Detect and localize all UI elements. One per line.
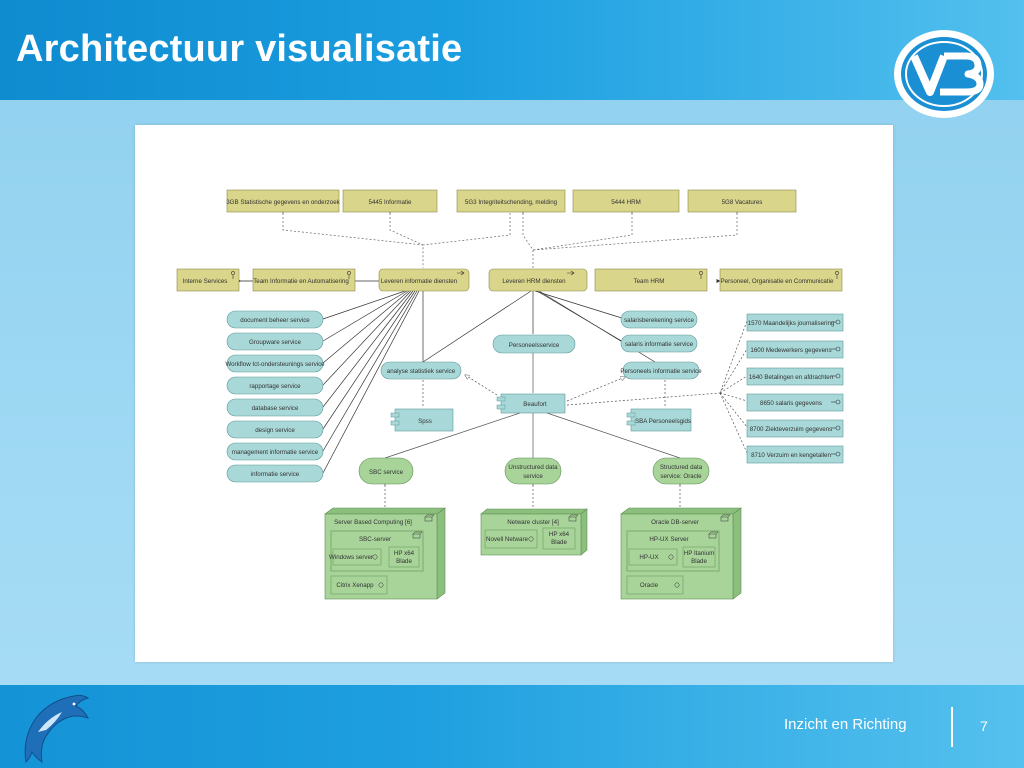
- service-links-left: [322, 290, 656, 474]
- service-label: Personeels informatie service: [620, 368, 702, 375]
- page-number: 7: [980, 718, 988, 734]
- system-software-icon: [372, 536, 680, 588]
- component-label: SBA Personeelsgids: [635, 418, 691, 425]
- svg-text:SBC-server: SBC-server: [359, 536, 391, 543]
- interface-icon: [831, 319, 841, 457]
- slide-title: Architectuur visualisatie: [16, 28, 463, 70]
- node-icon: [412, 514, 731, 539]
- realization-links: [283, 213, 737, 268]
- service-label: Personeelsservice: [509, 342, 560, 349]
- svg-text:Oracle: Oracle: [640, 582, 659, 589]
- svg-text:HP-UX Server: HP-UX Server: [649, 536, 688, 543]
- process-label: 5G3 Integriteitschending, melding: [465, 199, 558, 206]
- process-arrow-icon: [457, 270, 575, 276]
- infra-service-label: service: Oracle: [660, 473, 702, 480]
- role-label: Leveren HRM diensten: [502, 278, 566, 285]
- service-label: Workflow Ict-ondersteunings service: [225, 361, 325, 368]
- process-label: 3GB Statistische gegevens en onderzoek: [226, 199, 340, 206]
- data-object-label: 1600 Medewerkers gegevens: [750, 347, 831, 354]
- svg-text:HP Itanium: HP Itanium: [684, 550, 715, 557]
- data-object-label: 8700 Ziekteverzuim gegevens: [750, 426, 833, 433]
- process-label: 5G8 Vacatures: [722, 199, 763, 206]
- svg-text:Novell Netware: Novell Netware: [486, 536, 529, 543]
- application-links: [385, 320, 748, 509]
- service-label: salaris informatie service: [625, 341, 694, 348]
- node-netware: Netware cluster [4] Novell Netware HP x6…: [480, 508, 588, 556]
- service-label: database service: [252, 405, 299, 412]
- svg-text:Server Based Computing [6]: Server Based Computing [6]: [334, 519, 412, 526]
- footer-divider: [951, 707, 953, 747]
- vb-logo-icon: [894, 30, 994, 118]
- service-label: design service: [255, 427, 295, 434]
- application-components: Spss Beaufort SBA Personeelsgids: [390, 393, 692, 432]
- architecture-diagram: 3GB Statistische gegevens en onderzoek 5…: [135, 125, 893, 662]
- svg-text:Netware cluster [4]: Netware cluster [4]: [507, 519, 559, 526]
- svg-text:HP x64: HP x64: [549, 531, 570, 538]
- service-label: management informatie service: [232, 449, 319, 456]
- node-sbc: Server Based Computing [6] SBC-server Wi…: [324, 507, 446, 600]
- infra-service-label: Unstructured data: [508, 464, 558, 471]
- svg-text:Blade: Blade: [691, 558, 707, 565]
- infrastructure-services: SBC service Unstructured data service St…: [358, 457, 710, 485]
- role-label: Leveren informatie diensten: [381, 278, 458, 285]
- service-label: rapportage service: [249, 383, 301, 390]
- slide-footer: [0, 685, 1024, 768]
- svg-text:Blade: Blade: [551, 539, 567, 546]
- svg-text:Oracle DB-server: Oracle DB-server: [651, 519, 699, 526]
- data-object-label: 1640 Betalingen en afdrachten: [749, 374, 834, 381]
- svg-text:Blade: Blade: [396, 558, 412, 565]
- dolphin-logo-icon: [24, 694, 90, 764]
- data-objects: 1570 Maandelijks journalisering 1600 Med…: [746, 313, 844, 464]
- role-label: Personeel, Organisatie en Communicatie: [721, 278, 834, 285]
- svg-text:HP-UX: HP-UX: [639, 554, 658, 561]
- component-label: Spss: [418, 418, 432, 425]
- role-row: Interne Services Team Informatie en Auto…: [176, 268, 843, 292]
- process-label: 5445 Informatie: [369, 199, 413, 206]
- svg-text:Windows server: Windows server: [329, 554, 373, 561]
- service-label: Groupware service: [249, 339, 301, 346]
- center-services: analyse statistiek service Personeelsser…: [380, 310, 702, 380]
- left-services: document beheer service Groupware servic…: [225, 310, 325, 483]
- service-label: analyse statistiek service: [387, 368, 456, 375]
- infra-service-label: SBC service: [369, 469, 404, 476]
- role-label: Interne Services: [183, 278, 228, 285]
- service-label: informatie service: [251, 471, 300, 478]
- data-object-label: 1570 Maandelijks journalisering: [748, 320, 835, 327]
- data-object-label: 8650 salaris gegevens: [760, 400, 822, 407]
- actor-icon: [231, 271, 839, 279]
- slide-header: [0, 0, 1024, 100]
- role-label: Team Informatie en Automatisering: [253, 278, 349, 285]
- infra-service-label: Structured data: [660, 464, 703, 471]
- infra-service-label: service: [523, 473, 543, 480]
- node-oracle: Oracle DB-server HP-UX Server HP-UX HP I…: [620, 507, 742, 600]
- data-object-label: 8710 Verzuim en kengetallen: [751, 452, 831, 459]
- svg-text:HP x64: HP x64: [394, 550, 415, 557]
- service-label: salarisberekening service: [624, 317, 694, 324]
- role-label: Team HRM: [634, 278, 665, 285]
- process-label: 5444 HRM: [611, 199, 641, 206]
- svg-text:Citrix Xenapp: Citrix Xenapp: [336, 582, 374, 589]
- footer-title: Inzicht en Richting: [784, 716, 907, 733]
- service-label: document beheer service: [240, 317, 310, 324]
- top-process-row: 3GB Statistische gegevens en onderzoek 5…: [226, 189, 797, 213]
- component-label: Beaufort: [523, 401, 547, 408]
